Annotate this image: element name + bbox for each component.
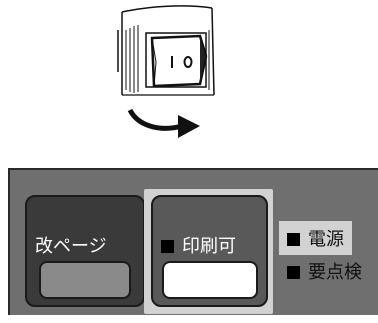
page-break-label: 改ページ (35, 236, 107, 257)
rotate-arrow-icon (127, 108, 183, 131)
print-ready-label: 印刷可 (182, 236, 236, 257)
power-lamp-icon (287, 233, 300, 246)
power-switch-illustration (117, 5, 215, 138)
power-indicator: 電源 (279, 221, 352, 255)
check-indicator: 要点検 (287, 258, 362, 284)
page-break-button[interactable]: 改ページ (25, 195, 145, 307)
print-ready-button[interactable]: 印刷可 (151, 195, 268, 307)
check-lamp-icon (287, 266, 300, 279)
off-mark (183, 56, 193, 68)
power-label: 電源 (308, 229, 344, 250)
page-break-window (39, 261, 131, 299)
print-ready-window (162, 261, 258, 299)
print-ready-lamp-icon (161, 240, 174, 253)
check-label: 要点検 (308, 262, 362, 283)
control-panel: 改ページ 印刷可 電源 要点検 (8, 168, 378, 315)
